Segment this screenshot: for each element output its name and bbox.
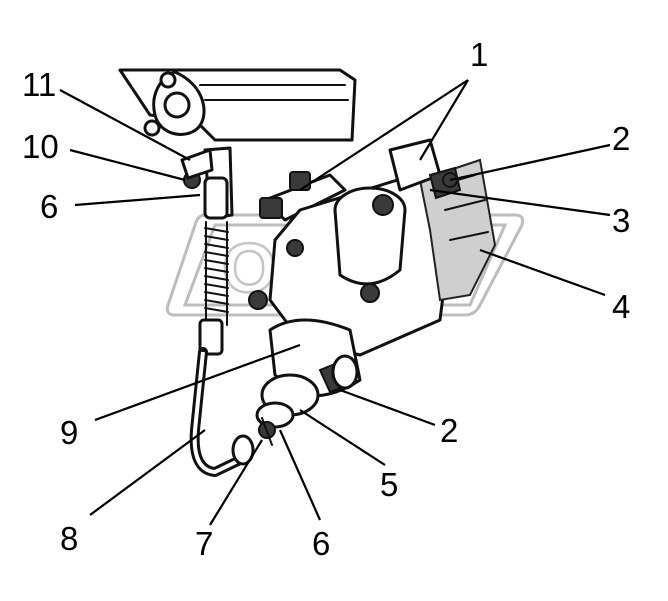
leader-10 (69, 148, 186, 182)
leader-2-top (449, 143, 611, 182)
callout-10: 10 (22, 128, 59, 165)
callout-11: 11 (22, 66, 56, 103)
callout-6-left: 6 (40, 188, 58, 225)
callout-9: 9 (60, 414, 78, 451)
leader-7 (209, 439, 263, 526)
leader-9 (94, 343, 301, 422)
leader-1b (419, 79, 469, 161)
leader-6-left (74, 193, 201, 207)
leader-4 (479, 248, 606, 297)
callout-3: 3 (612, 202, 630, 239)
leader-8 (89, 429, 206, 516)
leader-11 (59, 89, 191, 161)
callout-1: 1 (470, 36, 488, 73)
callout-8: 8 (60, 520, 78, 557)
callout-6-bottom: 6 (312, 525, 330, 562)
leader-6-bottom (278, 429, 322, 521)
leader-3 (429, 188, 611, 217)
actuator-assembly (248, 138, 497, 446)
callout-7: 7 (195, 525, 213, 562)
callout-2-top: 2 (612, 120, 630, 157)
callout-4: 4 (612, 288, 630, 325)
callout-2-bottom: 2 (440, 412, 458, 449)
leader-2-bottom (339, 388, 436, 427)
callouts: 1 2 3 4 11 10 6 9 2 5 8 7 6 (22, 36, 630, 562)
callout-5: 5 (380, 466, 398, 503)
leader-1a (299, 79, 469, 191)
frame-rail (118, 68, 357, 142)
leader-lines (59, 79, 611, 526)
leader-5 (299, 409, 386, 466)
